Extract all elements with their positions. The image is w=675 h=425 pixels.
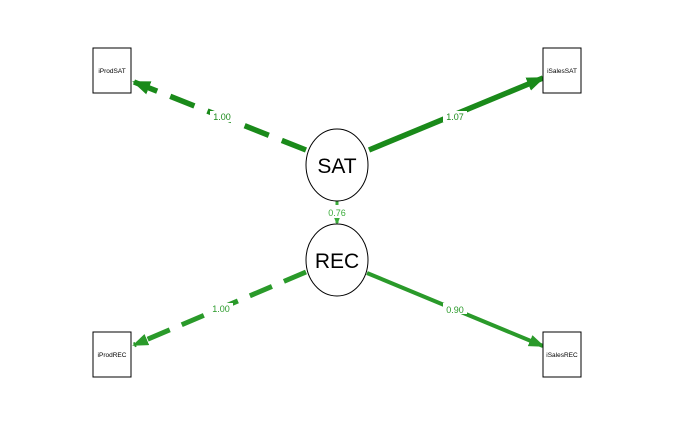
observed-box [542, 47, 582, 94]
observed-box [92, 47, 132, 94]
latent-node-rec: REC [305, 223, 369, 297]
latent-ellipse [305, 128, 369, 202]
observed-label: iSalesSAT [547, 68, 577, 75]
latent-label: SAT [317, 155, 356, 178]
observed-node-iprodrec: iProdREC [92, 331, 132, 378]
path-sat-iprodsat: 1.00 [132, 79, 308, 153]
latent-node-sat: SAT [305, 128, 369, 202]
path-sat-rec: 0.76 [326, 200, 348, 225]
observed-box [542, 331, 582, 378]
observed-label: iSalesREC [546, 352, 578, 359]
latent-ellipse [305, 223, 369, 297]
path-rec-isalesrec: 0.90 [366, 271, 545, 348]
path-label-bg [326, 207, 348, 218]
observed-label: iProdSAT [98, 68, 125, 75]
path-estimate-label: 0.90 [446, 305, 464, 315]
path-label-bg [443, 303, 467, 314]
path-sat-isalessat: 1.07 [367, 75, 545, 153]
path-estimate-label: 1.00 [212, 304, 230, 314]
observed-box [92, 331, 132, 378]
observed-node-isalesrec: iSalesREC [542, 331, 582, 378]
path-estimate-label: 1.07 [446, 112, 464, 122]
path-label-bg [209, 303, 233, 314]
path-rec-iprodrec: 1.00 [132, 269, 307, 348]
observed-label: iProdREC [98, 352, 127, 359]
path-label-bg [210, 111, 234, 122]
path-label-bg [443, 111, 467, 122]
path-estimate-label: 0.76 [328, 208, 346, 218]
path-estimate-label: 1.00 [213, 112, 231, 122]
latent-label: REC [315, 250, 359, 273]
observed-node-iprodsat: iProdSAT [92, 47, 132, 94]
observed-node-isalessat: iSalesSAT [542, 47, 582, 94]
